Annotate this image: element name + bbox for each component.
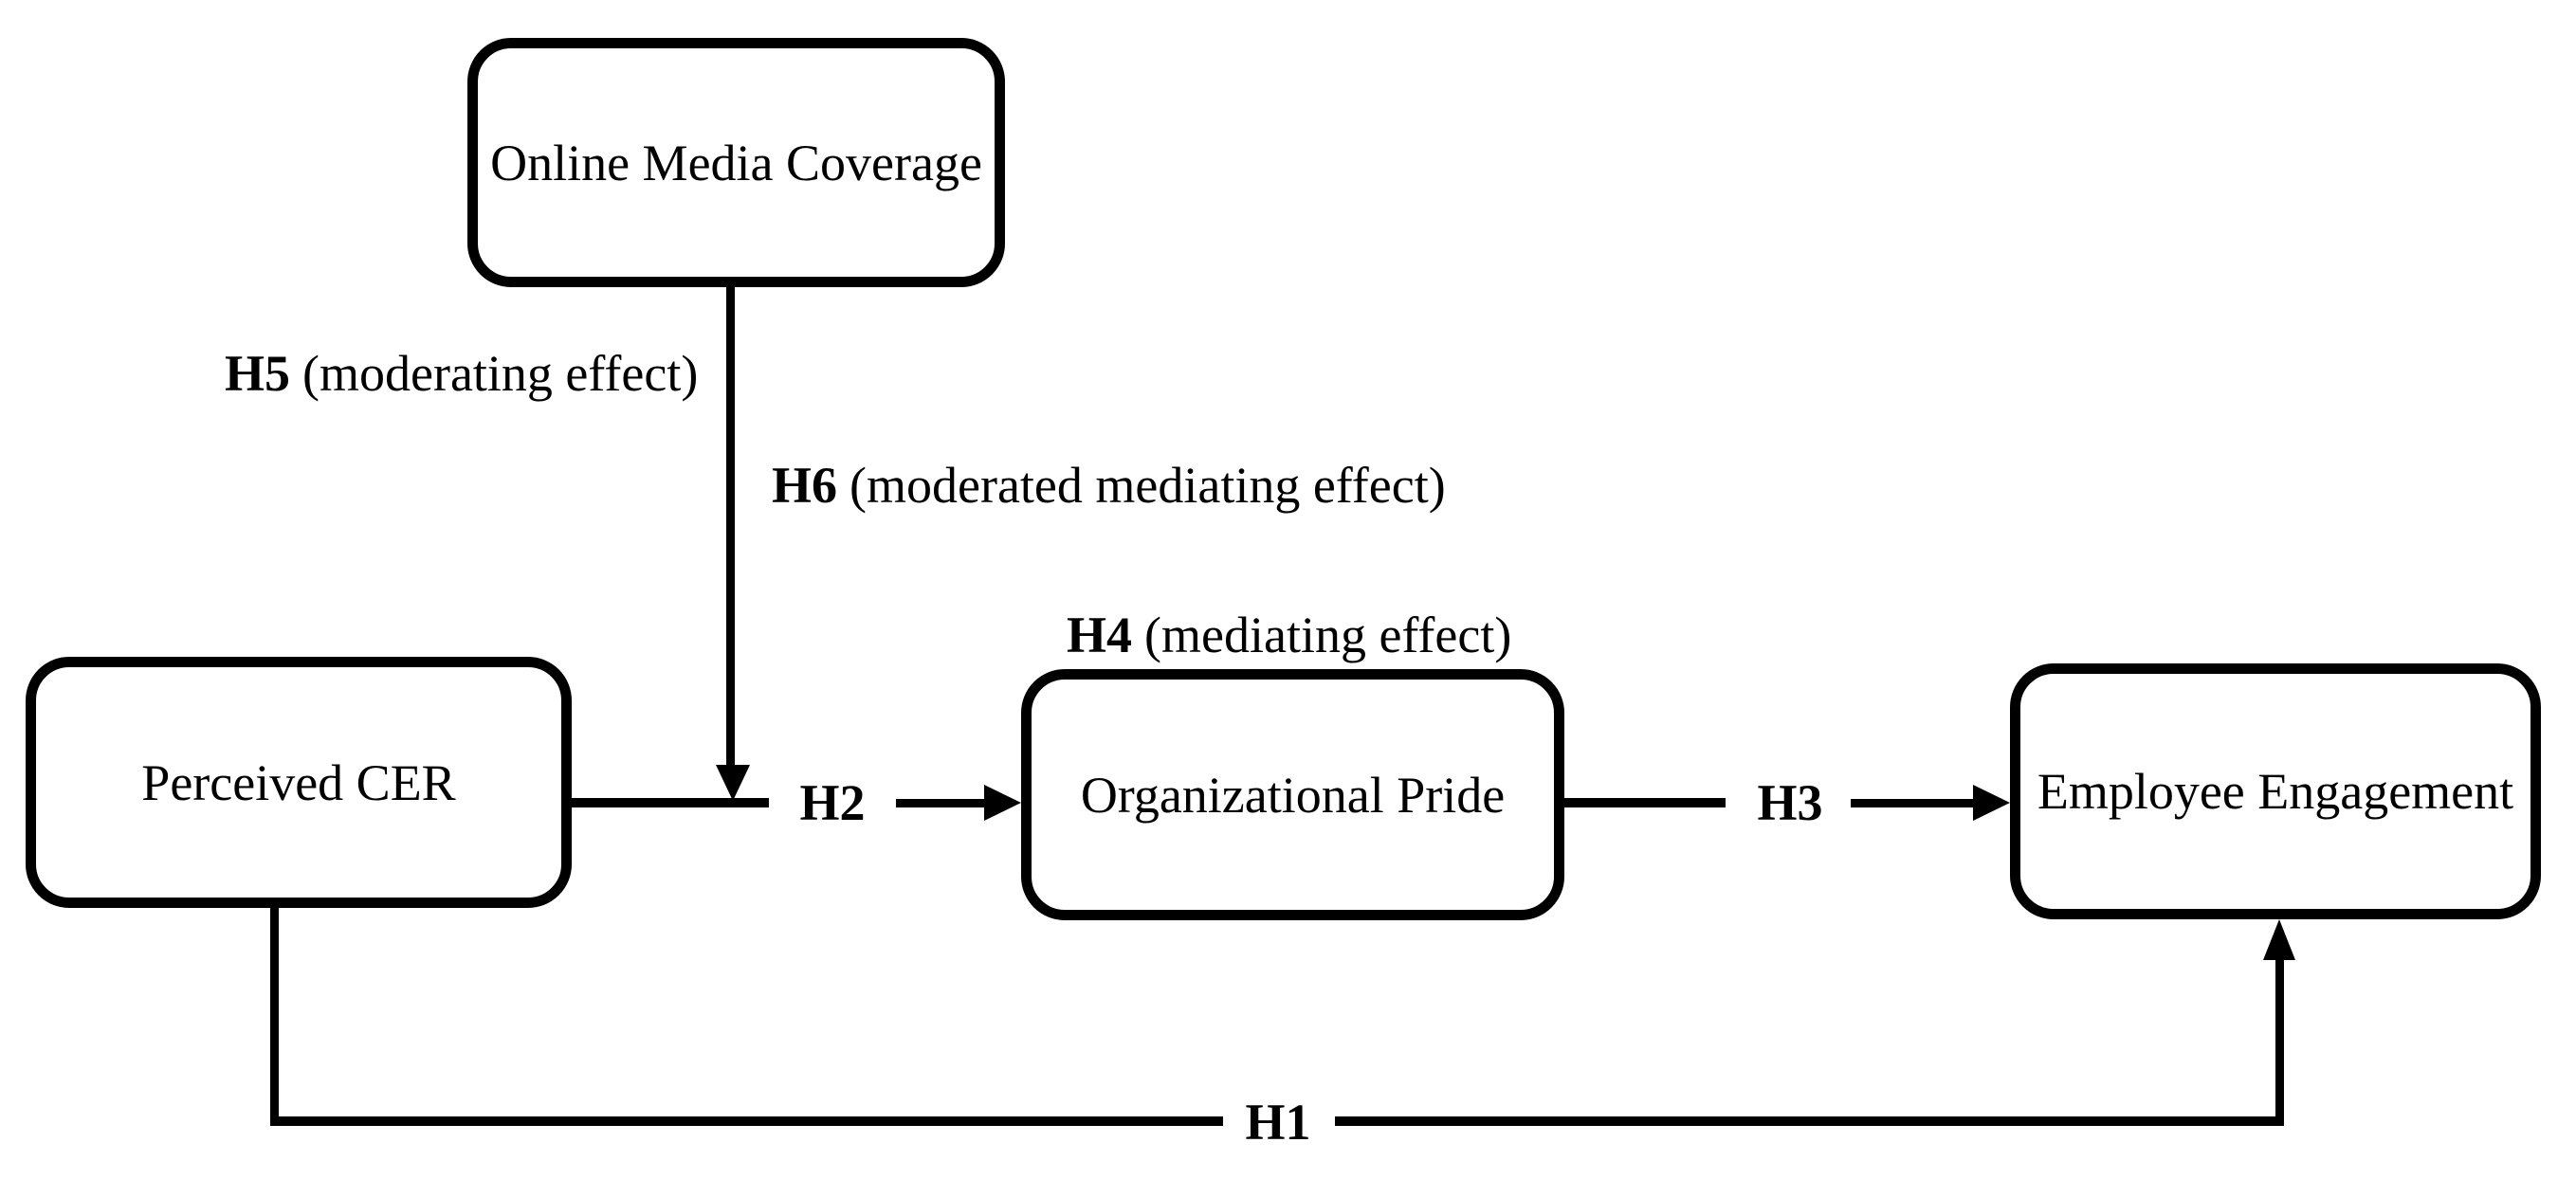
h3-code: H3 — [1757, 774, 1823, 831]
h5-code: H5 — [225, 345, 291, 402]
h4-label: H4(mediating effect) — [1067, 605, 1511, 665]
h2-code: H2 — [799, 774, 866, 831]
h3-label: H3 — [1733, 772, 1847, 833]
moderator-arrow-line — [726, 286, 735, 765]
h1-line-bottom-left — [270, 1116, 1223, 1126]
h2-line-left — [572, 798, 769, 807]
h3-line-right — [1851, 799, 1976, 807]
h2-label: H2 — [776, 772, 889, 833]
node-employee-engagement-label: Employee Engagement — [2037, 763, 2514, 820]
h6-code: H6 — [772, 457, 838, 514]
node-employee-engagement: Employee Engagement — [2010, 663, 2541, 919]
h1-code: H1 — [1245, 1094, 1311, 1151]
h6-label: H6(moderated mediating effect) — [772, 455, 1446, 516]
h6-note: (moderated mediating effect) — [850, 457, 1446, 514]
h4-note: (mediating effect) — [1144, 607, 1512, 663]
h4-code: H4 — [1067, 607, 1133, 663]
node-perceived-cer-label: Perceived CER — [141, 753, 456, 811]
node-organizational-pride: Organizational Pride — [1021, 669, 1564, 920]
h1-line-bottom-right — [1335, 1116, 2283, 1126]
h1-arrowhead — [2263, 919, 2295, 960]
h2-line-right — [896, 799, 991, 807]
h5-label: H5(moderating effect) — [225, 343, 698, 404]
h1-line-down — [270, 908, 279, 1126]
h1-label: H1 — [1221, 1092, 1335, 1152]
moderator-arrowhead — [716, 765, 750, 801]
h3-arrowhead — [1973, 785, 2010, 821]
h1-line-up — [2275, 955, 2284, 1126]
node-online-media-coverage: Online Media Coverage — [467, 38, 1005, 287]
node-organizational-pride-label: Organizational Pride — [1080, 766, 1506, 824]
h5-note: (moderating effect) — [302, 345, 699, 402]
h3-line-left — [1564, 798, 1726, 807]
node-perceived-cer: Perceived CER — [26, 657, 572, 908]
h2-arrowhead — [984, 785, 1021, 821]
node-online-media-coverage-label: Online Media Coverage — [490, 134, 982, 191]
